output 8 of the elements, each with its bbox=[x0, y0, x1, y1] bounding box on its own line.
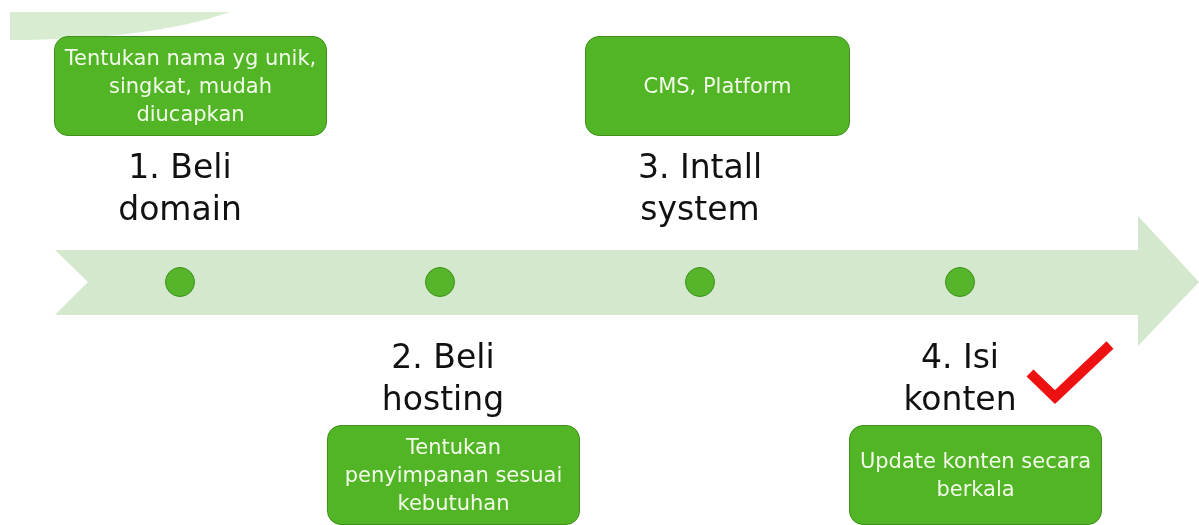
step-box: Tentukan penyimpanan sesuai kebutuhan bbox=[327, 425, 580, 525]
step-heading: 2. Beli hosting bbox=[380, 336, 506, 420]
step-box: Tentukan nama yg unik, singkat, mudah diucapkan bbox=[54, 36, 327, 136]
step-heading: 1. Beli domain bbox=[117, 146, 243, 230]
step-heading: 4. Isi konten bbox=[902, 336, 1018, 420]
step-heading: 3. Intall system bbox=[636, 146, 764, 230]
step-box: Update konten secara berkala bbox=[849, 425, 1102, 525]
step-box: CMS, Platform bbox=[585, 36, 850, 136]
